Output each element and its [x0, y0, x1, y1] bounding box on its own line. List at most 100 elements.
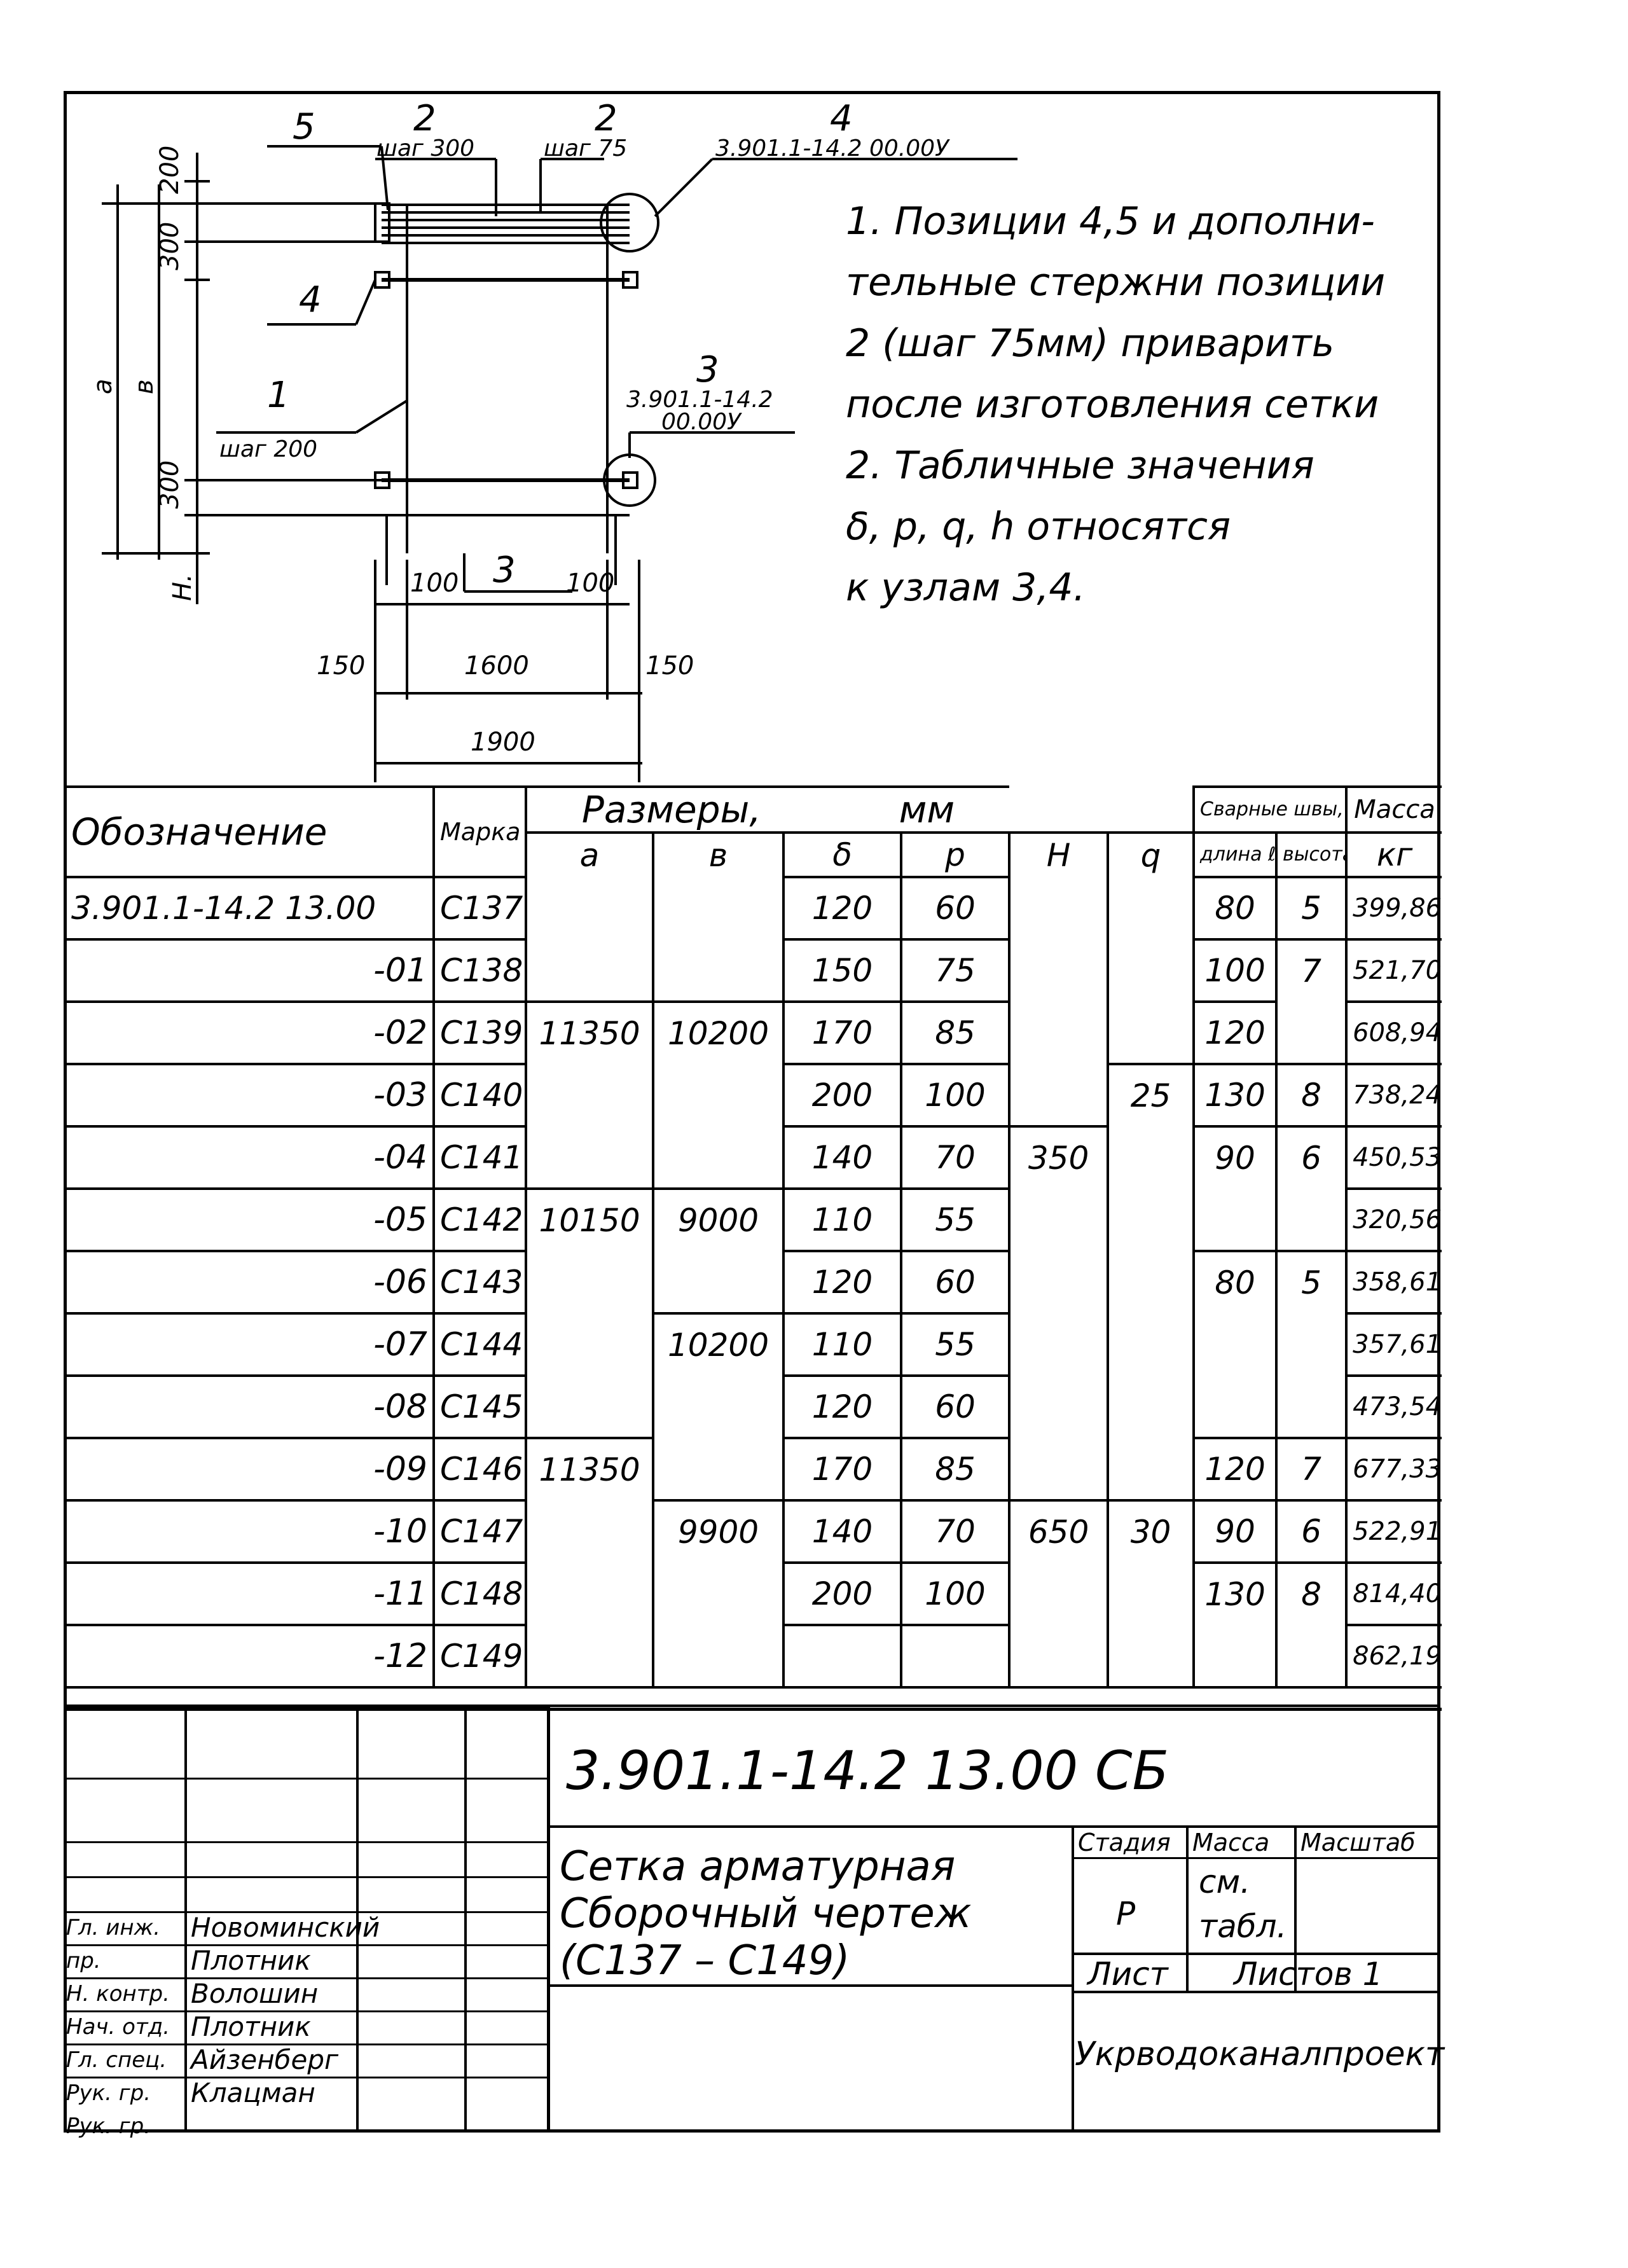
cell-a: [525, 939, 653, 1002]
cell-delta: 110: [782, 1187, 901, 1251]
cell-q: [1107, 1002, 1194, 1064]
cell-p: 60: [899, 1250, 1010, 1313]
cell-h: 8: [1275, 1561, 1347, 1625]
cell-q: [1107, 1313, 1194, 1376]
cell-delta: 120: [782, 876, 901, 939]
cell-mark: С144: [432, 1312, 526, 1376]
header-delta: δ: [782, 831, 901, 877]
cell-des: -01: [64, 938, 434, 1002]
organization-name: Укрводоканалпроект: [1075, 2035, 1445, 2073]
cell-mass: 320,56: [1345, 1187, 1442, 1251]
header-designation: Обозначение: [64, 785, 434, 877]
cell-a: 10150: [525, 1187, 653, 1251]
cell-q: [1107, 1376, 1194, 1438]
cell-a: [525, 1376, 653, 1438]
header-p: p: [899, 831, 1010, 877]
cell-mark: С145: [432, 1374, 526, 1438]
mass-value-1: см.: [1199, 1863, 1251, 1900]
cell-h: 7: [1275, 1437, 1347, 1500]
cell-h: 6: [1275, 1125, 1347, 1189]
header-b: в: [652, 831, 783, 877]
header-kg: кг: [1345, 831, 1442, 877]
stage-label: Стадия: [1078, 1829, 1171, 1857]
staff-name: Клацман: [191, 2077, 315, 2108]
cell-des: -02: [64, 1000, 434, 1064]
callout-pos5: 5: [293, 106, 315, 148]
cell-mass: 521,70: [1345, 938, 1442, 1002]
cell-des: -09: [64, 1437, 434, 1500]
cell-delta: 170: [782, 1437, 901, 1500]
cell-p: 55: [899, 1187, 1010, 1251]
staff-role: Н. контр.: [66, 1981, 170, 2007]
cell-mass: 608,94: [1345, 1000, 1442, 1064]
cell-l: 130: [1192, 1561, 1277, 1625]
cell-b: [652, 1563, 783, 1625]
header-sizes-label: Размеры,: [581, 788, 761, 831]
cell-q: [1107, 1563, 1194, 1625]
cell-H: [1008, 939, 1108, 1002]
cell-l: 120: [1192, 1000, 1277, 1064]
cell-b: [652, 939, 783, 1002]
cell-a: [525, 1251, 653, 1313]
cell-h: [1275, 1313, 1347, 1376]
callout-pos4-top: 4: [830, 98, 853, 139]
header-a: a: [525, 831, 653, 877]
cell-q: [1107, 1625, 1194, 1687]
cell-mass: 862,19: [1345, 1624, 1442, 1687]
cell-l: 90: [1192, 1125, 1277, 1189]
cell-mass: 522,91: [1345, 1499, 1442, 1563]
cell-mark: С143: [432, 1250, 526, 1313]
dim-b: в: [130, 379, 159, 394]
drawing-title-line3: (С137 – С149): [560, 1937, 850, 1984]
cell-H: [1008, 1251, 1108, 1313]
note-line: 2 (шаг 75мм) приварить: [846, 321, 1335, 366]
cell-H: 650: [1008, 1499, 1108, 1563]
cell-b: [652, 1438, 783, 1500]
node3-reference-line1: 3.901.1-14.2: [626, 387, 773, 413]
title-block: Гл. инж. пр.Н. контр.Нач. отд.Гл. спец.Р…: [64, 1704, 1444, 2139]
cell-mark: С141: [432, 1125, 526, 1189]
cell-mark: С140: [432, 1063, 526, 1126]
cell-b: 10200: [652, 1000, 783, 1064]
cell-des: -11: [64, 1561, 434, 1625]
callout-pos3-bottom: 3: [493, 550, 516, 591]
cell-h: 6: [1275, 1499, 1347, 1563]
cell-l: [1192, 1625, 1277, 1687]
cell-h: [1275, 1376, 1347, 1438]
header-sizes: Размеры, мм: [524, 785, 1010, 833]
cell-b: [652, 1376, 783, 1438]
cell-a: [525, 1313, 653, 1376]
dim-150-right: 150: [645, 651, 694, 681]
mass-label: Масса: [1192, 1829, 1270, 1857]
note-line: к узлам 3,4.: [846, 565, 1086, 610]
cell-q: 30: [1107, 1499, 1194, 1563]
approval-stamp: Гл. инж. пр.Н. контр.Нач. отд.Гл. спец.Р…: [64, 1704, 550, 2139]
drawing-title-line2: Сборочный чертеж: [560, 1890, 972, 1937]
cell-des: 3.901.1-14.2 13.00: [64, 876, 434, 939]
cell-b: 10200: [652, 1312, 783, 1376]
cell-l: 100: [1192, 938, 1277, 1002]
cell-delta: 140: [782, 1125, 901, 1189]
cell-a: 11350: [525, 1437, 653, 1500]
cell-H: [1008, 1313, 1108, 1376]
cell-p: 100: [899, 1063, 1010, 1126]
note-line: после изготовления сетки: [846, 382, 1379, 427]
cell-delta: 150: [782, 938, 901, 1002]
cell-h: 8: [1275, 1063, 1347, 1126]
cell-l: 120: [1192, 1437, 1277, 1500]
cell-l: [1192, 1313, 1277, 1376]
cell-p: 60: [899, 1374, 1010, 1438]
cell-H: [1008, 1002, 1108, 1064]
cell-a: [525, 1064, 653, 1126]
sheet-label: Лист: [1087, 1956, 1168, 1993]
cell-mass: 473,54: [1345, 1374, 1442, 1438]
sheets-count: Листов 1: [1234, 1956, 1383, 1993]
header-sizes-unit: мм: [899, 788, 955, 831]
staff-role: Рук. гр.: [66, 2080, 151, 2106]
cell-p: 70: [899, 1499, 1010, 1563]
